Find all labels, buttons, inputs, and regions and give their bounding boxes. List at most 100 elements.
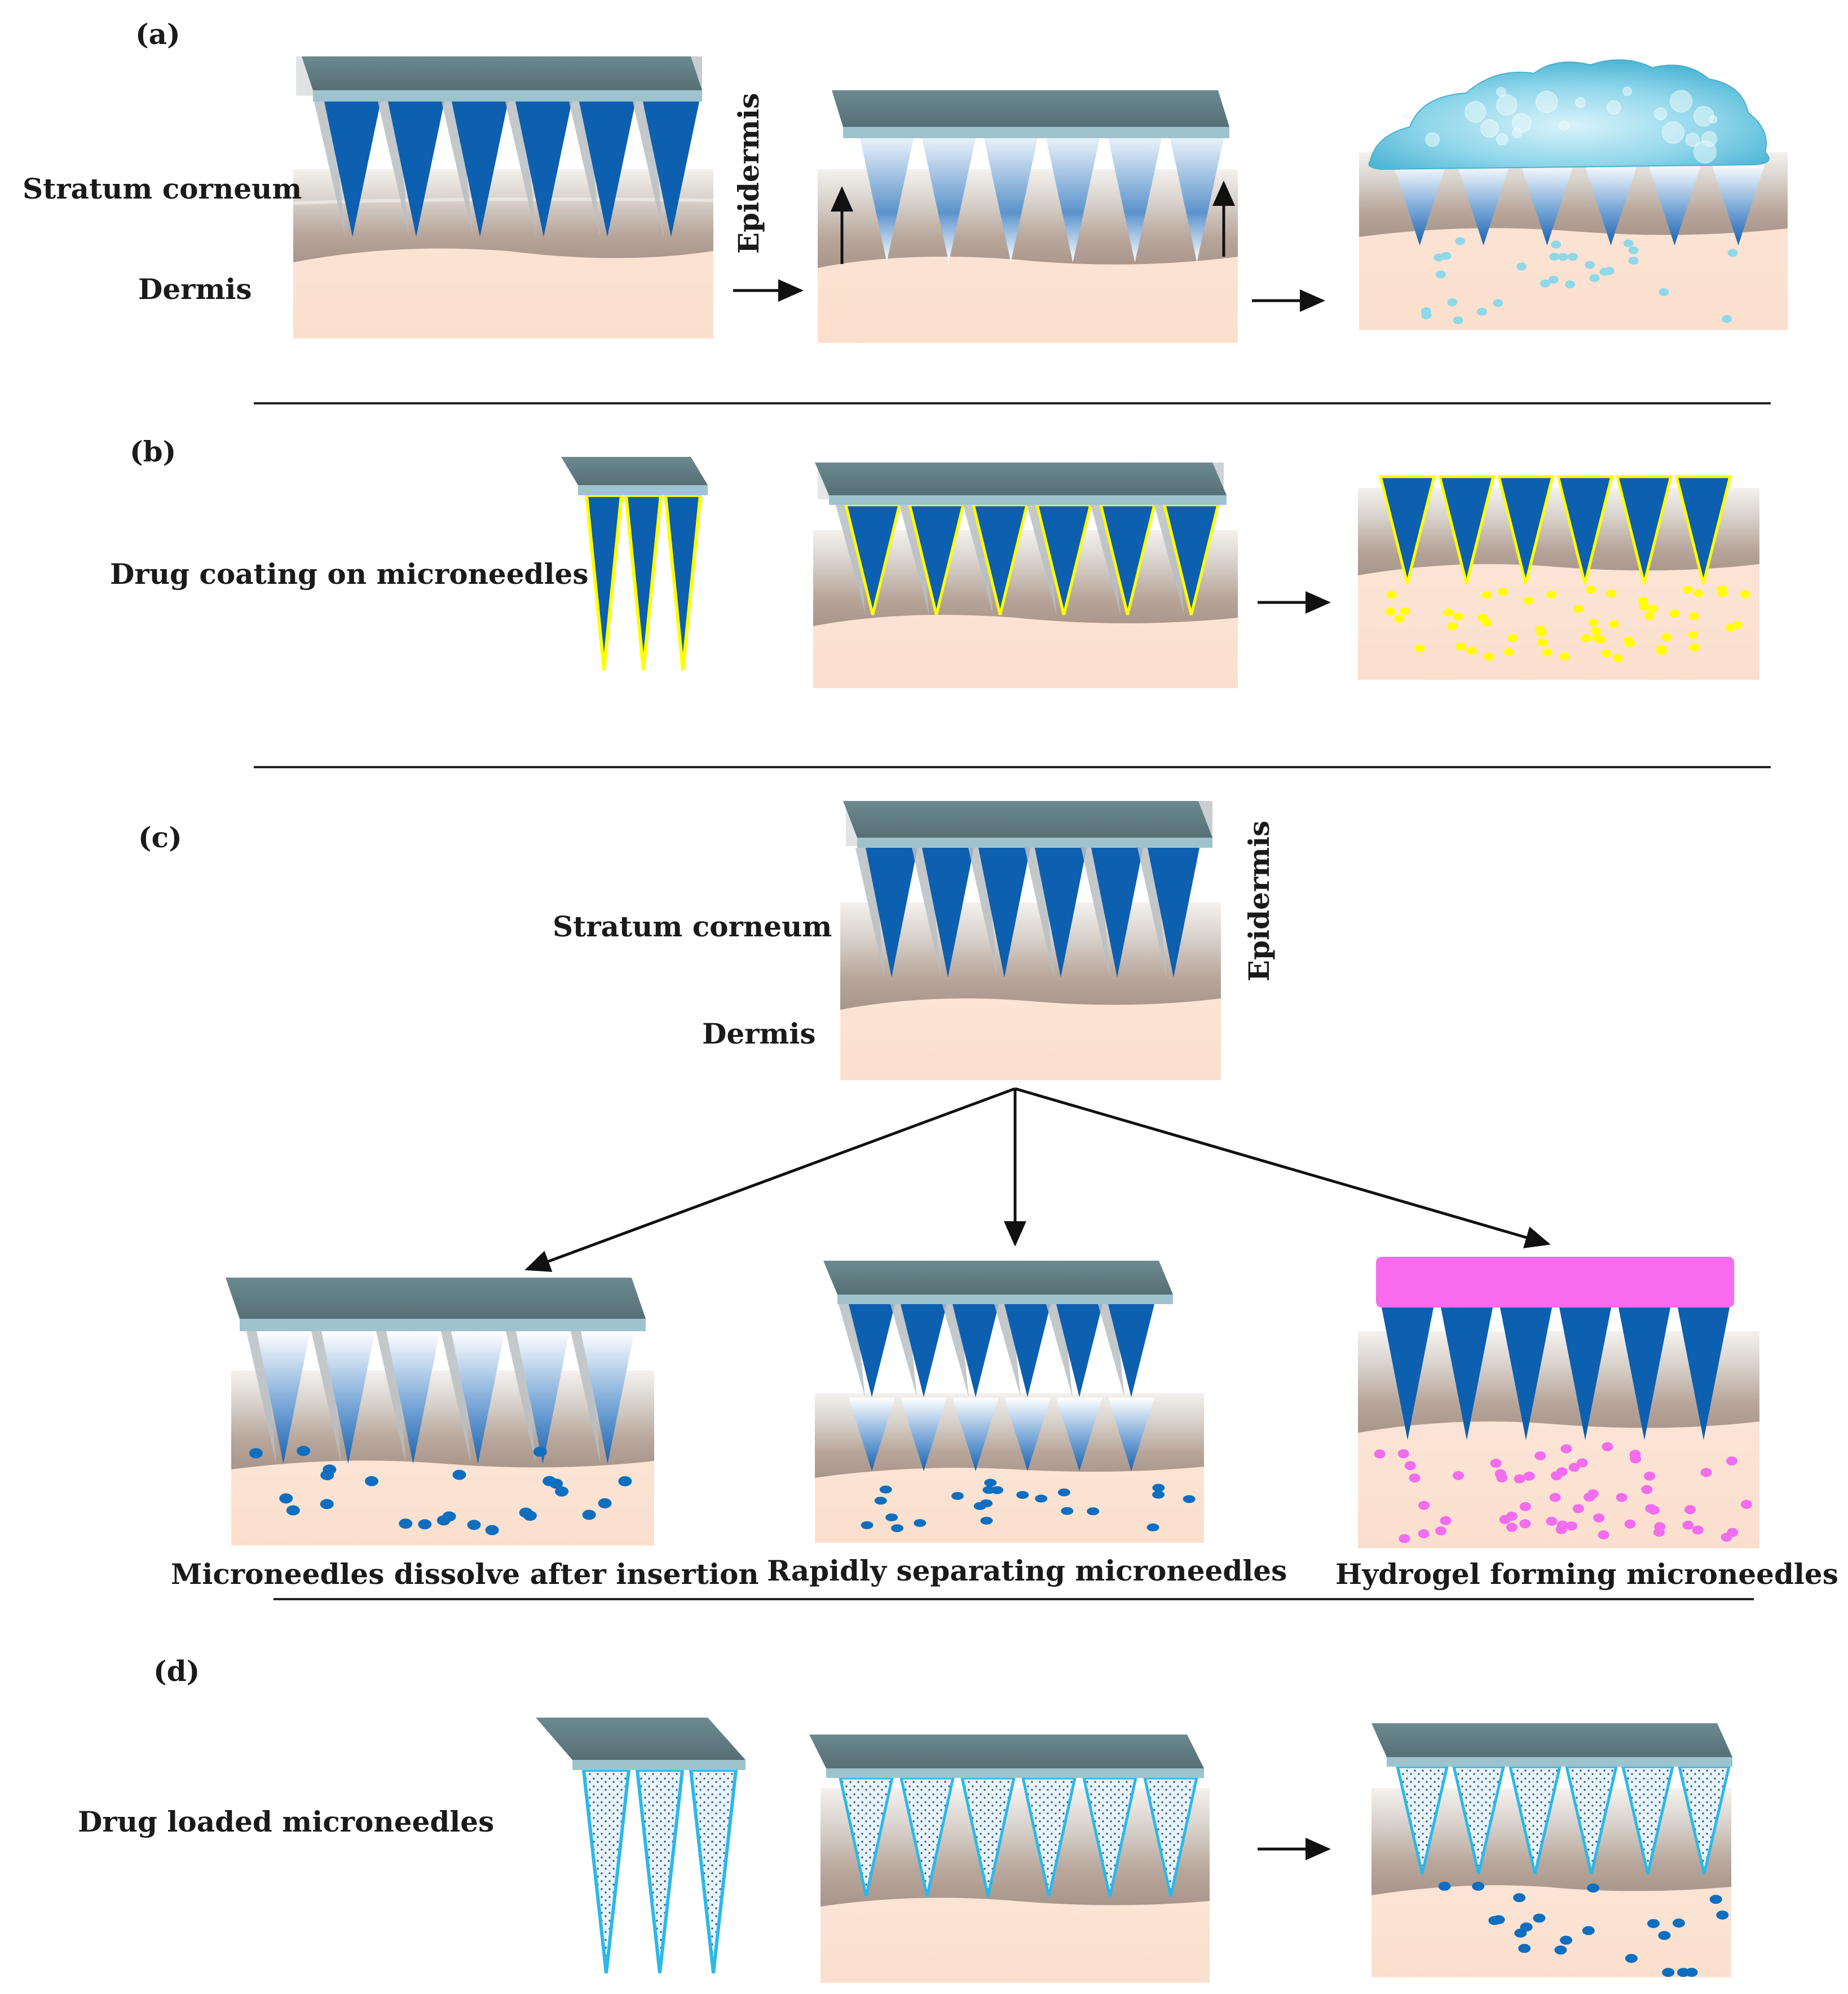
microneedle bbox=[1056, 1304, 1102, 1397]
drug-particle bbox=[1516, 262, 1527, 271]
drug-particle bbox=[1484, 653, 1494, 661]
drug-particle bbox=[1727, 1528, 1739, 1537]
microneedle bbox=[579, 102, 636, 237]
gel-bubble bbox=[1496, 87, 1506, 97]
drug-particle bbox=[1506, 1522, 1518, 1532]
drug-particle bbox=[555, 1486, 569, 1497]
drug-particle bbox=[1732, 620, 1743, 629]
drug-particle bbox=[1435, 1526, 1447, 1535]
drug-particle bbox=[1414, 644, 1425, 653]
drug-particle bbox=[1523, 1471, 1535, 1481]
microneedle bbox=[1046, 138, 1100, 262]
drug-particle bbox=[1057, 1488, 1070, 1496]
drug-particle bbox=[1560, 1935, 1573, 1945]
drug-particle bbox=[1709, 1895, 1722, 1904]
drug-particle bbox=[1604, 267, 1615, 275]
microneedle bbox=[984, 138, 1038, 262]
drug-particle bbox=[1595, 635, 1606, 644]
microneedle bbox=[1556, 475, 1614, 584]
c-top-backing bbox=[843, 801, 1212, 838]
microneedle bbox=[1108, 1304, 1154, 1397]
drug-particle bbox=[1661, 633, 1672, 641]
drug-particle bbox=[1549, 252, 1560, 261]
drug-particle bbox=[1546, 1516, 1558, 1526]
swollen-needle bbox=[1457, 164, 1510, 245]
needle-shadow bbox=[839, 1304, 865, 1397]
microneedle bbox=[1678, 1308, 1730, 1440]
drug-particle bbox=[1513, 1893, 1526, 1903]
drug-particle bbox=[980, 1499, 993, 1508]
needle-shadow bbox=[633, 102, 664, 237]
drug-particle bbox=[1556, 1520, 1568, 1530]
drug-particle bbox=[1494, 1469, 1506, 1478]
gel-bubble bbox=[1622, 86, 1633, 96]
drug-particle bbox=[1726, 1456, 1738, 1465]
needle-shadow bbox=[994, 1304, 1021, 1397]
drug-particle bbox=[364, 1476, 378, 1486]
drug-particle bbox=[1647, 1919, 1660, 1929]
a1-microneedle-array bbox=[296, 56, 702, 237]
drug-particle bbox=[1503, 648, 1514, 656]
microneedle bbox=[922, 848, 974, 978]
needle-shadow bbox=[376, 1331, 406, 1464]
needle-shadow bbox=[1091, 505, 1121, 615]
drug-particle bbox=[549, 1478, 563, 1489]
drug-particle bbox=[467, 1520, 481, 1530]
drug-particle bbox=[582, 1509, 596, 1520]
drug-particle bbox=[418, 1519, 432, 1530]
needle-shadow bbox=[1098, 1304, 1124, 1397]
drug-particle bbox=[1546, 591, 1557, 599]
drug-particle bbox=[1628, 246, 1639, 254]
needle-shadow bbox=[1137, 848, 1167, 978]
drug-particle bbox=[1472, 1882, 1485, 1891]
needle-shadow bbox=[899, 505, 929, 615]
microneedle bbox=[452, 102, 508, 237]
swollen-needle bbox=[1648, 164, 1701, 245]
gel-bubble bbox=[1693, 140, 1717, 164]
gel-bubbles bbox=[1401, 86, 1718, 164]
needle-shadow bbox=[1025, 848, 1054, 978]
panel-d: (d) Drug loaded microneedles bbox=[78, 1654, 1732, 1983]
gel-bubble bbox=[1480, 119, 1499, 138]
separated-tip bbox=[1108, 1398, 1154, 1471]
d2-backing bbox=[809, 1735, 1204, 1768]
microneedle bbox=[1108, 138, 1162, 262]
drug-particle bbox=[1572, 1504, 1584, 1513]
needle-shadow bbox=[311, 1331, 341, 1464]
drug-particle bbox=[984, 1478, 997, 1487]
drug-particle bbox=[1538, 638, 1549, 646]
drug-particle bbox=[1523, 596, 1534, 605]
drug-particle bbox=[1493, 299, 1503, 307]
drug-particle bbox=[861, 1521, 874, 1529]
microneedle bbox=[849, 1304, 895, 1397]
drug-particle bbox=[1628, 257, 1639, 265]
drug-particle bbox=[1644, 611, 1655, 620]
a2-backing bbox=[832, 90, 1229, 127]
hydrogel-reservoir-pad bbox=[1376, 1257, 1734, 1308]
gel-bubble bbox=[1686, 133, 1700, 147]
microneedle bbox=[635, 1768, 685, 1974]
d3-backing bbox=[1371, 1723, 1732, 1757]
gel-bubble bbox=[1496, 94, 1518, 116]
microneedle bbox=[1674, 475, 1732, 584]
c2-embedded-tips bbox=[849, 1398, 1154, 1471]
b-label-drug-coating: Drug coating on microneedles bbox=[110, 557, 588, 591]
needle-shadow bbox=[1046, 1304, 1073, 1397]
drug-particle bbox=[1630, 1454, 1642, 1464]
gel-bubble bbox=[1670, 90, 1693, 113]
drug-particle bbox=[1394, 615, 1405, 623]
b3-drug-particles-yellow bbox=[1385, 585, 1750, 662]
drug-particle bbox=[1682, 1520, 1694, 1530]
microneedle bbox=[1500, 1308, 1552, 1440]
drug-particle bbox=[1576, 1458, 1588, 1468]
drug-particle bbox=[1453, 1471, 1465, 1480]
needle-shadow bbox=[836, 505, 866, 615]
drug-particle bbox=[1612, 654, 1623, 662]
drug-particle bbox=[1498, 588, 1509, 596]
drug-particle bbox=[1374, 1449, 1386, 1459]
drug-particle bbox=[320, 1499, 334, 1509]
needle-shadow bbox=[912, 848, 941, 978]
drug-particle bbox=[1152, 1484, 1165, 1492]
a1-backing bbox=[302, 56, 702, 90]
drug-particle bbox=[1727, 249, 1738, 257]
